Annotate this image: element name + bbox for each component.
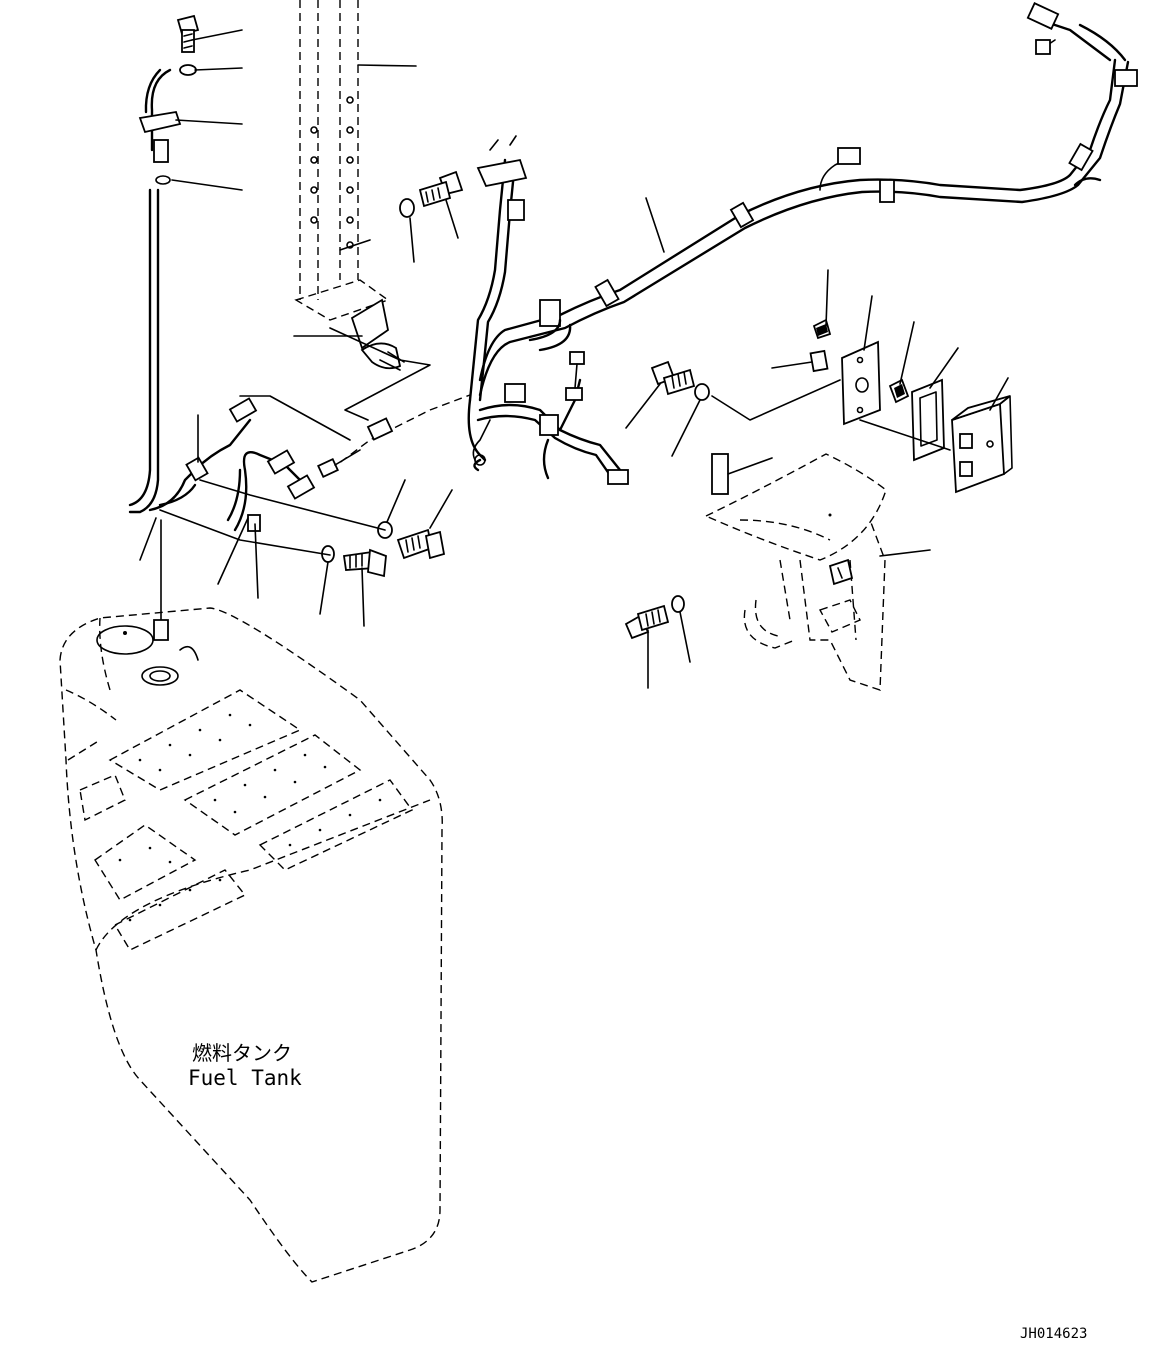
sender-harness bbox=[148, 397, 316, 532]
panel-washer bbox=[694, 383, 710, 401]
tank-plate-rivets bbox=[118, 713, 382, 922]
mounting-post bbox=[294, 0, 390, 321]
rocker-switch bbox=[888, 378, 910, 404]
fuel-level-sender bbox=[128, 68, 182, 641]
switch-label-plate bbox=[809, 349, 829, 373]
main-harness bbox=[467, 2, 1138, 485]
switch-knob bbox=[812, 318, 832, 340]
leader-lines bbox=[139, 29, 1009, 689]
clamp-bolt-1 bbox=[396, 528, 446, 560]
fuel-tank-label-en: Fuel Tank bbox=[188, 1066, 302, 1090]
sender-washer bbox=[179, 64, 197, 76]
bracket-washer bbox=[671, 595, 685, 613]
assembly-lines bbox=[159, 239, 431, 556]
switch-gasket bbox=[911, 378, 945, 462]
mounting-bracket bbox=[704, 453, 887, 691]
bracket-label-plate bbox=[711, 453, 729, 495]
bracket-bolt bbox=[624, 604, 670, 640]
post-washer bbox=[399, 198, 415, 218]
fuel-tank bbox=[59, 607, 443, 1283]
post-bolt bbox=[418, 170, 464, 208]
post-bracket bbox=[350, 298, 405, 371]
switch-box bbox=[951, 395, 1013, 494]
drawing-code: JH014623 bbox=[1020, 1326, 1087, 1342]
clamp-bolt-2 bbox=[342, 548, 387, 578]
panel-bolt bbox=[650, 360, 696, 396]
switch-panel bbox=[841, 340, 881, 426]
sender-bolt bbox=[176, 14, 200, 53]
fuel-tank-label-jp: 燃料タンク bbox=[192, 1041, 292, 1065]
switch-leader-box bbox=[711, 379, 951, 451]
intermediate-connector bbox=[317, 394, 471, 479]
